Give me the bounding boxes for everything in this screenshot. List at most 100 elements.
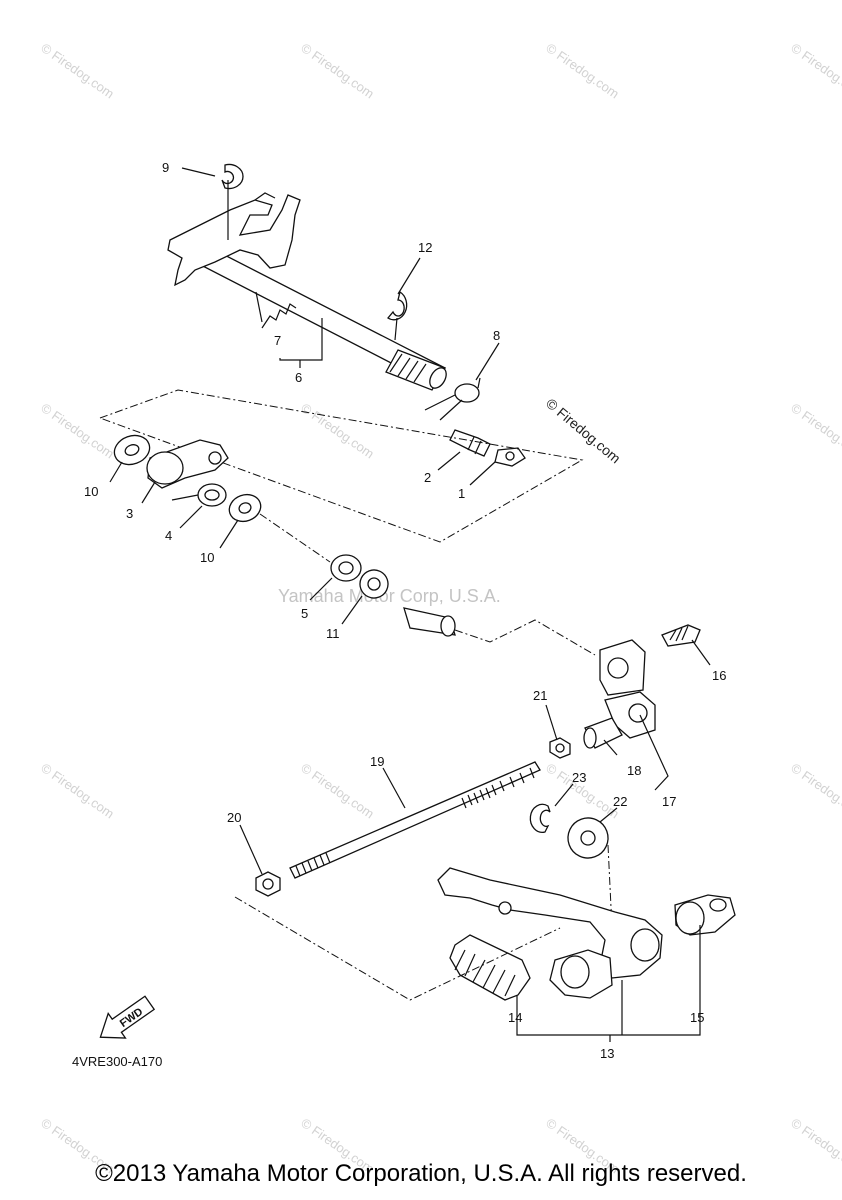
leader-21 bbox=[545, 704, 558, 741]
watermark-text: © Firedog.com bbox=[298, 760, 377, 821]
leader-5 bbox=[309, 577, 333, 601]
pedal-knuckle-hole bbox=[560, 955, 590, 989]
bushing-section bbox=[330, 554, 596, 656]
callout-18: 18 bbox=[627, 763, 641, 778]
leader-10b bbox=[219, 519, 239, 549]
torsion-spring-8-legs bbox=[424, 377, 481, 421]
spring-4-inner bbox=[204, 489, 220, 501]
shift-rod-assembly bbox=[255, 761, 541, 897]
bolt-16 bbox=[661, 624, 701, 647]
rod-end-15-eye bbox=[675, 901, 705, 935]
pedal-post bbox=[498, 901, 512, 915]
callout-7: 7 bbox=[274, 333, 281, 348]
torsion-spring-8 bbox=[454, 383, 480, 403]
callout-15: 15 bbox=[690, 1010, 704, 1025]
shift-arm-17-assembly bbox=[549, 624, 701, 759]
watermark-text: © Firedog.com bbox=[788, 760, 842, 821]
bolt-16-thread bbox=[669, 625, 689, 642]
spring-7 bbox=[261, 303, 297, 329]
callout-8: 8 bbox=[493, 328, 500, 343]
leader-lines bbox=[109, 167, 711, 1042]
callout-3: 3 bbox=[126, 506, 133, 521]
spring-4-leg bbox=[171, 494, 199, 501]
clamp-spline bbox=[607, 657, 629, 679]
assembly-outline bbox=[99, 389, 584, 543]
leader-13-bracket bbox=[516, 925, 701, 1036]
washer-22-hole bbox=[580, 830, 596, 846]
diagram-code: 4VRE300-A170 bbox=[72, 1054, 162, 1069]
shift-shaft-assembly bbox=[99, 163, 584, 543]
callout-21: 21 bbox=[533, 688, 547, 703]
watermark-center-text: Yamaha Motor Corp, U.S.A. bbox=[278, 586, 501, 606]
rod-thread-right bbox=[461, 767, 535, 809]
shift-pedal-assembly bbox=[234, 867, 736, 1001]
callout-9: 9 bbox=[162, 160, 169, 175]
bolt-2-thread bbox=[467, 436, 482, 455]
callout-10-lower: 10 bbox=[200, 550, 214, 565]
callout-19: 19 bbox=[370, 754, 384, 769]
watermark-text: © Firedog.com bbox=[38, 40, 117, 101]
shift-arm bbox=[167, 194, 301, 287]
callout-5: 5 bbox=[301, 606, 308, 621]
pedal-outline bbox=[234, 896, 561, 1001]
shift-rod-19 bbox=[289, 761, 541, 879]
lever-3-roller bbox=[208, 451, 222, 465]
leader-17 bbox=[639, 714, 669, 791]
bolt-2 bbox=[449, 429, 491, 457]
circlip-23 bbox=[529, 803, 551, 833]
callout-17: 17 bbox=[662, 794, 676, 809]
leader-2 bbox=[437, 451, 461, 471]
watermark-text: © Firedog.com bbox=[298, 400, 377, 461]
fwd-arrow-shape bbox=[99, 995, 156, 1039]
leader-1 bbox=[469, 461, 496, 486]
pedal-pivot bbox=[630, 928, 660, 962]
callout-13: 13 bbox=[600, 1046, 614, 1061]
callout-22: 22 bbox=[613, 794, 627, 809]
leader-19 bbox=[382, 767, 406, 809]
callout-1: 1 bbox=[458, 486, 465, 501]
lever-3-boss bbox=[146, 451, 184, 485]
leader-11 bbox=[341, 595, 363, 625]
arm-hook bbox=[254, 192, 276, 201]
callout-20: 20 bbox=[227, 810, 241, 825]
watermark-text: © Firedog.com bbox=[38, 400, 117, 461]
leader-20 bbox=[239, 824, 263, 875]
rod-end-18-face bbox=[583, 727, 597, 749]
circlip-12 bbox=[387, 290, 408, 321]
callout-4: 4 bbox=[165, 528, 172, 543]
washer-10-lower-hole bbox=[238, 502, 252, 514]
washer-11-hole bbox=[367, 577, 381, 591]
callout-16: 16 bbox=[712, 668, 726, 683]
leader-6-bracket bbox=[279, 318, 323, 361]
rod-end-15-thread bbox=[709, 898, 727, 912]
leader-12 bbox=[397, 257, 421, 295]
callout-12: 12 bbox=[418, 240, 432, 255]
stopper-lever-assembly bbox=[113, 434, 331, 563]
axis-line-1 bbox=[259, 513, 331, 563]
collar-end bbox=[440, 615, 456, 637]
nut-20-hole bbox=[262, 878, 274, 890]
watermark-grid: © Firedog.com © Firedog.com © Firedog.co… bbox=[38, 40, 842, 1176]
shaft-end bbox=[429, 367, 447, 389]
leader-10a bbox=[109, 461, 123, 483]
oil-seal-5-hole bbox=[338, 561, 354, 575]
watermark-text: © Firedog.com bbox=[788, 40, 842, 101]
callout-14: 14 bbox=[508, 1010, 522, 1025]
fwd-arrow-icon: FWD bbox=[99, 995, 156, 1039]
watermark-text: © Firedog.com bbox=[298, 40, 377, 101]
watermark-text: © Firedog.com bbox=[788, 400, 842, 461]
leader-22 bbox=[599, 807, 618, 823]
washer-10-upper-hole bbox=[124, 444, 140, 456]
leader-16 bbox=[691, 639, 711, 666]
rod-thread-left bbox=[295, 852, 331, 877]
watermark-text: © Firedog.com bbox=[38, 760, 117, 821]
callouts: 9 12 8 7 6 2 1 10 3 4 10 5 11 16 21 18 1… bbox=[84, 160, 726, 1061]
leader-12-shaft bbox=[394, 317, 398, 341]
rubber-ribs bbox=[454, 949, 516, 997]
leader-9 bbox=[181, 167, 216, 177]
callout-23: 23 bbox=[572, 770, 586, 785]
pedal-rubber-14 bbox=[449, 934, 531, 1001]
spline-lines bbox=[389, 353, 427, 383]
callout-2: 2 bbox=[424, 470, 431, 485]
